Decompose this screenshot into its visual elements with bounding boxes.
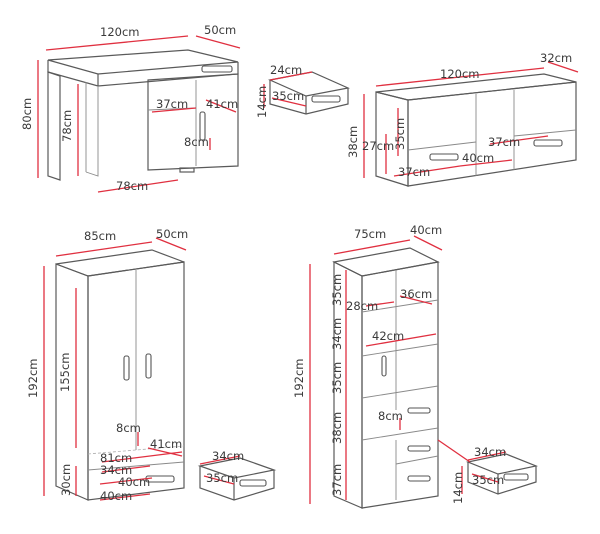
wardrobe-depth-label: 50cm (156, 227, 188, 241)
tv-unit-front (407, 81, 577, 187)
desk-width-label: 120cm (100, 25, 139, 39)
desk-door-handle (199, 111, 206, 141)
bookcase-open-width-line (365, 333, 437, 347)
wardrobe-shelf-depth-label: 34cm (100, 463, 132, 477)
wardrobe-drawer-depth-label: 35cm (206, 471, 238, 485)
desk-drawer-height-label: 14cm (255, 86, 269, 118)
wardrobe-right-handle (145, 353, 152, 379)
bookcase-depth-line (413, 235, 443, 251)
bookcase-open-width-label: 42cm (372, 329, 404, 343)
wardrobe-shelf-width-line (101, 451, 183, 463)
bookcase-shelf-depth-label: 36cm (400, 287, 432, 301)
wardrobe-front (87, 261, 185, 501)
desk-drawer-depth-label: 35cm (272, 89, 304, 103)
desk-drawer: 24cm 35cm 14cm (255, 63, 350, 118)
desk-inner-width-line (97, 179, 179, 193)
tv-right-width-label: 37cm (488, 135, 520, 149)
tv-side-depth-label: 35cm (393, 118, 407, 150)
desk-shelf-width-label: 37cm (156, 97, 188, 111)
desk-shelf-width-line (151, 107, 197, 113)
tv-unit: 120cm 32cm 38cm 27cm 35cm 37cm 40cm 37cm (346, 51, 579, 187)
desk-drawer-width-label: 24cm (270, 63, 302, 77)
desk-cabinet (147, 73, 239, 171)
wardrobe-bottom-width-line (99, 493, 151, 501)
wardrobe: 85cm 50cm 192cm 155cm 8cm 41cm 81cm 34cm… (26, 227, 277, 503)
wardrobe-depth-line (155, 237, 187, 251)
wardrobe-inner-height-label: 155cm (58, 353, 72, 392)
bookcase-shelf-depth-line (399, 295, 433, 305)
wardrobe-inner-depth-line (147, 447, 183, 457)
tv-depth-line (547, 61, 579, 73)
wardrobe-top (55, 249, 185, 277)
desk: 120cm 50cm 80cm 78cm 78cm 37cm 41cm 8cm … (20, 23, 350, 193)
desk-shelf-depth-label: 41cm (206, 97, 238, 111)
desk-inner-width-label: 78cm (116, 179, 148, 193)
wardrobe-width-label: 85cm (84, 229, 116, 243)
bookcase-h3-label: 35cm (330, 362, 344, 394)
tv-depth-label: 32cm (540, 51, 572, 65)
desk-inner-height-label: 78cm (60, 110, 74, 142)
tv-right-handle (533, 139, 563, 147)
wardrobe-drawer-height-label: 30cm (59, 464, 73, 496)
bookcase-drawer-depth-label: 35cm (472, 473, 504, 487)
tv-left-width-line (393, 165, 461, 177)
desk-shelf-depth-line (205, 99, 237, 113)
bookcase-h1-label: 35cm (330, 274, 344, 306)
bookcase-shelf-width-label: 28cm (346, 299, 378, 313)
tv-right-width-line (489, 135, 549, 145)
tv-middle-width-label: 40cm (462, 151, 494, 165)
bookcase-drawer-handle-1 (407, 407, 431, 414)
bookcase-h4-label: 38cm (330, 412, 344, 444)
bookcase-drawer-handle-3 (407, 475, 431, 482)
wardrobe-height-label: 192cm (26, 359, 40, 398)
desk-left-panel (47, 71, 61, 181)
desk-drawer-handle (201, 65, 233, 73)
bookcase-front (361, 261, 439, 509)
desk-depth-line (195, 35, 241, 49)
desk-height-label: 80cm (20, 98, 34, 130)
wardrobe-bottom-width-label: 40cm (100, 489, 132, 503)
wardrobe-left-handle (123, 355, 130, 381)
wardrobe-drawer-handle (145, 475, 175, 483)
desk-gap-label: 8cm (184, 135, 209, 149)
tv-middle-width-line (459, 159, 513, 167)
bookcase-width-label: 75cm (354, 227, 386, 241)
wardrobe-inner-depth-label: 41cm (150, 437, 182, 451)
wardrobe-width-line (55, 241, 153, 257)
bookcase-drawer-height-label: 14cm (451, 472, 465, 504)
bookcase-gap-label: 8cm (378, 409, 403, 423)
bookcase-drawer: 34cm 35cm 14cm (437, 439, 539, 504)
bookcase-h2-label: 34cm (330, 318, 344, 350)
tv-left-handle (429, 153, 459, 161)
tv-inner-height-label: 27cm (362, 139, 394, 153)
bookcase-drawer-handle-2 (407, 445, 431, 452)
bookcase-shelf-width-line (365, 301, 395, 307)
wardrobe-shelf-depth-line (101, 465, 151, 473)
wardrobe-drawer-inner-label: 40cm (118, 475, 150, 489)
bookcase-drawer-width-label: 34cm (474, 445, 506, 459)
wardrobe-drawer-width-label: 34cm (212, 449, 244, 463)
wardrobe-shelf-width-label: 81cm (100, 451, 132, 465)
bookcase-width-line (333, 239, 411, 255)
desk-width-line (45, 35, 189, 51)
wardrobe-drawer: 34cm 35cm (197, 449, 277, 501)
wardrobe-drawer-inner-line (99, 477, 153, 485)
tv-left-width-label: 37cm (398, 165, 430, 179)
bookcase-depth-label: 40cm (410, 223, 442, 237)
desk-depth-label: 50cm (204, 23, 236, 37)
tv-width-line (375, 67, 545, 87)
bookcase-door-handle (381, 355, 387, 377)
bookcase-height-label: 192cm (292, 359, 306, 398)
bookcase-h5-label: 37cm (330, 464, 344, 496)
tv-width-label: 120cm (440, 67, 479, 81)
bookcase: 75cm 40cm 192cm 35cm 34cm 35cm 38cm 37cm… (292, 223, 539, 509)
tv-height-label: 38cm (346, 126, 360, 158)
wardrobe-gap-label: 8cm (116, 421, 141, 435)
